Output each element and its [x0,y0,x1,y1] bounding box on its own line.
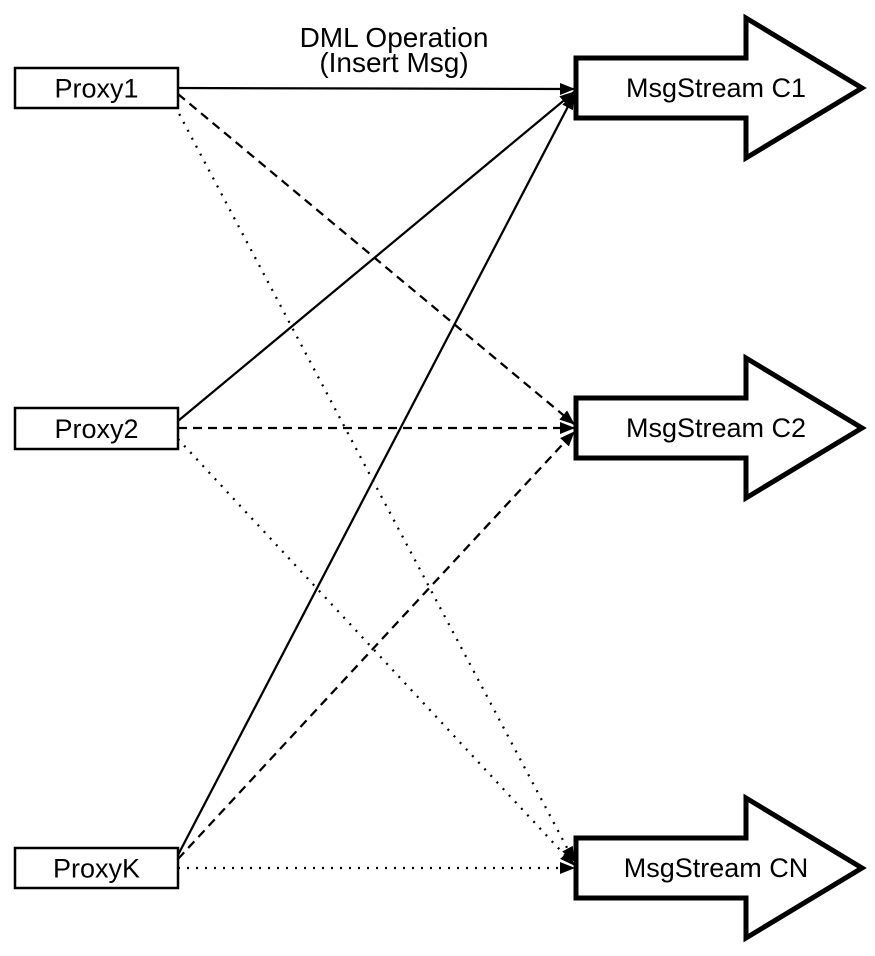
stream-node-c2: MsgStream C2 [573,353,867,503]
diagram-title-line1: DML Operation [300,22,489,53]
proxy-node-proxyk: ProxyK [13,846,180,890]
stream-arrow-shape-cn [573,793,867,943]
edge-proxy2-c1 [177,91,575,422]
stream-arrow-shape-c1 [573,13,867,163]
edge-proxyk-c2 [177,431,575,860]
proxy-label-proxy1: Proxy1 [54,74,138,104]
diagram-title-line2: (Insert Msg) [319,47,468,78]
proxy-box-proxy2 [13,406,180,451]
edge-proxy1-c2 [177,93,575,425]
proxy-box-proxyk [13,846,180,890]
stream-label-c2: MsgStream C2 [626,413,806,443]
proxy-node-proxy2: Proxy2 [13,406,180,451]
edge-proxy2-cn [177,438,575,866]
proxy-label-proxy2: Proxy2 [54,414,138,444]
edges-layer [174,82,575,874]
edge-proxy1-cn [174,105,575,862]
stream-label-c1: MsgStream C1 [626,73,806,103]
edge-proxyk-c1 [177,94,575,856]
proxy-node-proxy1: Proxy1 [13,66,180,110]
stream-arrow-shape-c2 [573,353,867,503]
proxy-box-proxy1 [13,66,180,110]
stream-node-c1: MsgStream C1 [573,13,867,163]
stream-label-cn: MsgStream CN [624,853,809,883]
stream-node-cn: MsgStream CN [573,793,867,943]
edge-proxy1-c1 [177,82,575,95]
proxy-label-proxyk: ProxyK [53,854,140,884]
